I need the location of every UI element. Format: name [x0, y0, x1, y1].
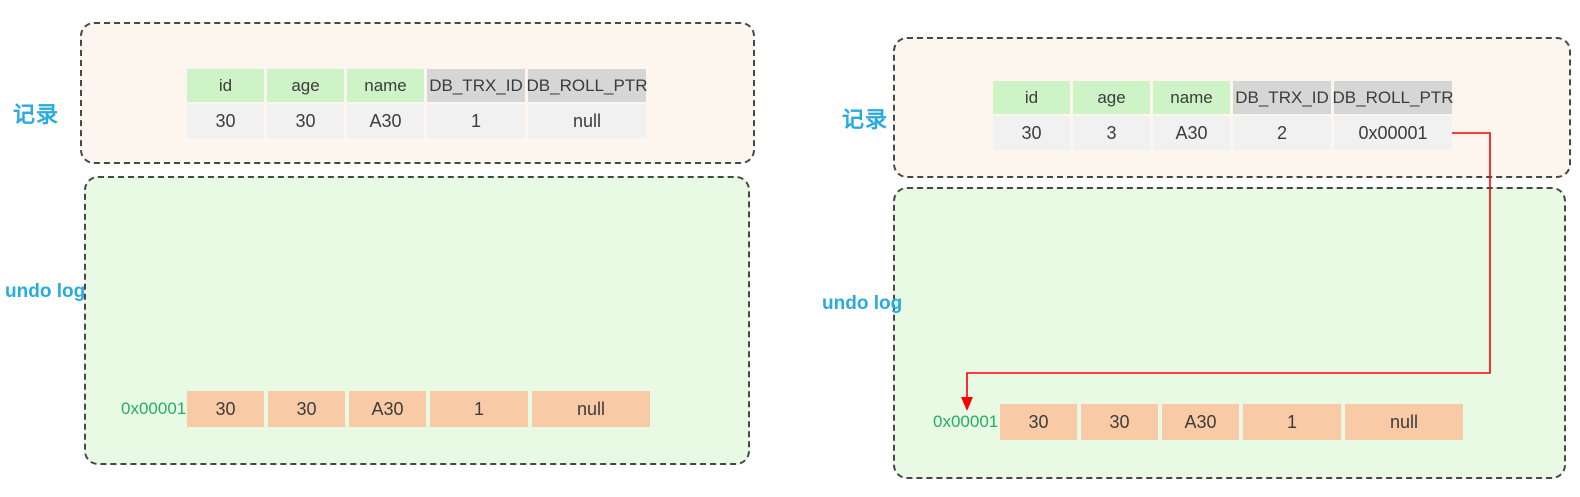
undo-cell-id: 30	[187, 391, 264, 427]
column-header-id: id	[187, 69, 264, 102]
record-cell-age: 3	[1073, 116, 1150, 150]
undo-log-row: 30 30 A30 1 null	[1000, 404, 1463, 440]
undo-cell-roll-ptr: null	[532, 391, 650, 427]
undo-cell-name: A30	[349, 391, 426, 427]
undo-cell-name: A30	[1162, 404, 1239, 440]
undo-cell-age: 30	[1081, 404, 1158, 440]
column-header-age: age	[267, 69, 344, 102]
record-table: id age name DB_TRX_ID DB_ROLL_PTR 30 30 …	[187, 69, 647, 138]
column-header-roll-ptr: DB_ROLL_PTR	[527, 69, 647, 102]
record-cell-id: 30	[187, 104, 264, 138]
record-cell-trx-id: 1	[427, 104, 525, 138]
undo-cell-trx-id: 1	[430, 391, 528, 427]
undo-log-row: 30 30 A30 1 null	[187, 391, 650, 427]
record-cell-trx-id: 2	[1233, 116, 1331, 150]
record-label: 记录	[13, 102, 60, 127]
undo-cell-age: 30	[268, 391, 345, 427]
undo-cell-id: 30	[1000, 404, 1077, 440]
column-header-roll-ptr: DB_ROLL_PTR	[1333, 81, 1453, 114]
undo-log-label: undo log	[822, 293, 903, 314]
column-header-trx-id: DB_TRX_ID	[427, 69, 525, 102]
undo-address-label: 0x00001	[121, 399, 187, 418]
column-header-name: name	[347, 69, 424, 102]
record-cell-id: 30	[993, 116, 1070, 150]
column-header-trx-id: DB_TRX_ID	[1233, 81, 1331, 114]
undo-cell-roll-ptr: null	[1345, 404, 1463, 440]
record-cell-roll-ptr: null	[528, 104, 646, 138]
undo-log-label: undo log	[5, 281, 86, 302]
column-header-age: age	[1073, 81, 1150, 114]
record-cell-roll-ptr: 0x00001	[1334, 116, 1452, 150]
column-header-name: name	[1153, 81, 1230, 114]
record-table: id age name DB_TRX_ID DB_ROLL_PTR 30 3 A…	[993, 81, 1453, 150]
column-header-id: id	[993, 81, 1070, 114]
record-label: 记录	[842, 107, 889, 132]
undo-cell-trx-id: 1	[1243, 404, 1341, 440]
record-cell-name: A30	[1153, 116, 1230, 150]
undo-address-label: 0x00001	[933, 412, 999, 431]
record-cell-name: A30	[347, 104, 424, 138]
record-cell-age: 30	[267, 104, 344, 138]
